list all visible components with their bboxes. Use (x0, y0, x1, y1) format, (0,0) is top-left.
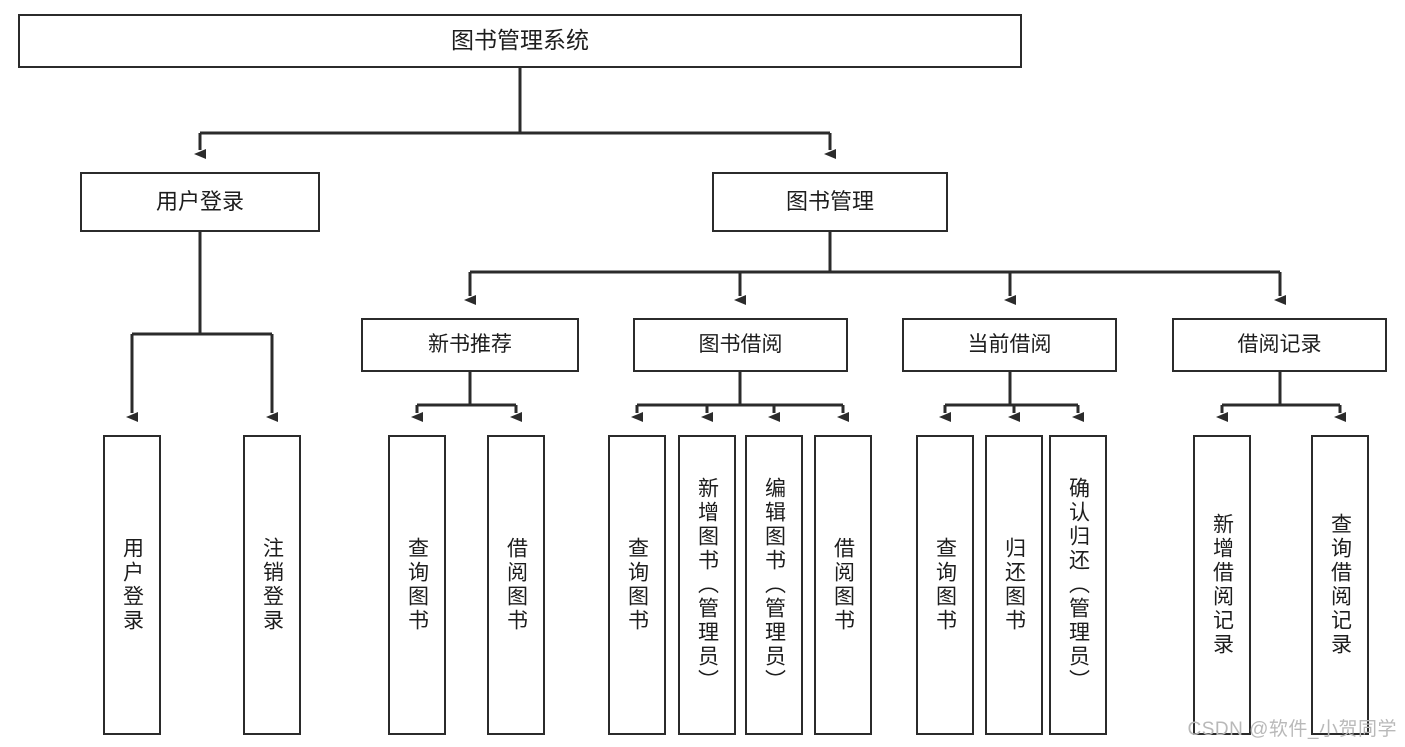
node-leaf-query-record-label: 查询借阅记录 (1328, 513, 1352, 657)
node-current-borrow-label: 当前借阅 (967, 332, 1052, 356)
node-leaf-return-book-label: 归还图书 (1002, 537, 1026, 633)
node-leaf-confirm-return-label: 确认归还（管理员） (1066, 477, 1090, 693)
node-leaf-borrow-book-1-label: 借阅图书 (504, 537, 528, 633)
node-book-manage[interactable]: 图书管理 (712, 172, 948, 232)
node-leaf-query-book-3-label: 查询图书 (933, 537, 957, 633)
csdn-watermark: CSDN @软件_小贺同学 (1187, 719, 1397, 740)
node-user-login[interactable]: 用户登录 (80, 172, 320, 232)
node-leaf-add-record[interactable]: 新增借阅记录 (1193, 435, 1251, 735)
node-book-borrow-label: 图书借阅 (698, 332, 783, 356)
node-leaf-edit-book[interactable]: 编辑图书（管理员） (745, 435, 803, 735)
node-root[interactable]: 图书管理系统 (18, 14, 1022, 68)
node-leaf-user-login-label: 用户登录 (120, 537, 144, 633)
node-leaf-user-logout[interactable]: 注销登录 (243, 435, 301, 735)
node-leaf-confirm-return[interactable]: 确认归还（管理员） (1049, 435, 1107, 735)
node-book-borrow[interactable]: 图书借阅 (633, 318, 848, 372)
node-new-book-rec[interactable]: 新书推荐 (361, 318, 579, 372)
node-leaf-user-logout-label: 注销登录 (260, 537, 284, 633)
node-leaf-user-login[interactable]: 用户登录 (103, 435, 161, 735)
node-leaf-borrow-book-2-label: 借阅图书 (831, 537, 855, 633)
node-leaf-add-book[interactable]: 新增图书（管理员） (678, 435, 736, 735)
node-leaf-add-record-label: 新增借阅记录 (1210, 513, 1234, 657)
node-leaf-borrow-book-2[interactable]: 借阅图书 (814, 435, 872, 735)
node-leaf-query-book-1-label: 查询图书 (405, 537, 429, 633)
node-book-manage-label: 图书管理 (785, 189, 874, 215)
node-leaf-edit-book-label: 编辑图书（管理员） (762, 477, 786, 693)
node-current-borrow[interactable]: 当前借阅 (902, 318, 1117, 372)
node-leaf-query-book-3[interactable]: 查询图书 (916, 435, 974, 735)
node-borrow-record-label: 借阅记录 (1237, 332, 1322, 356)
node-root-label: 图书管理系统 (451, 27, 589, 54)
node-leaf-query-book-1[interactable]: 查询图书 (388, 435, 446, 735)
node-leaf-borrow-book-1[interactable]: 借阅图书 (487, 435, 545, 735)
node-new-book-rec-label: 新书推荐 (428, 332, 512, 356)
node-leaf-query-book-2-label: 查询图书 (625, 537, 649, 633)
node-borrow-record[interactable]: 借阅记录 (1172, 318, 1387, 372)
node-leaf-query-book-2[interactable]: 查询图书 (608, 435, 666, 735)
node-user-login-label: 用户登录 (155, 189, 244, 215)
node-leaf-query-record[interactable]: 查询借阅记录 (1311, 435, 1369, 735)
node-leaf-add-book-label: 新增图书（管理员） (695, 477, 719, 693)
node-leaf-return-book[interactable]: 归还图书 (985, 435, 1043, 735)
